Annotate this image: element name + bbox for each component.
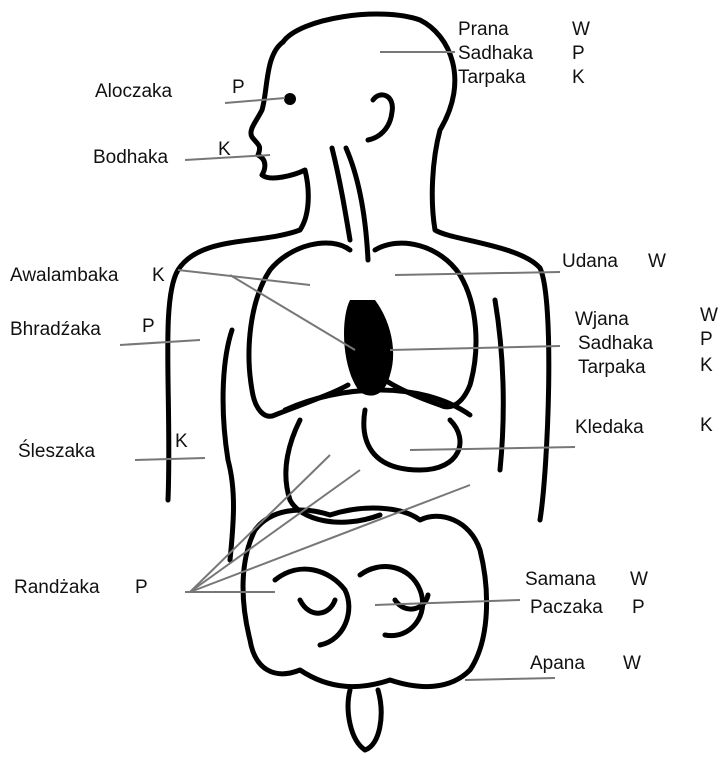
label-paczaka-dosha: P xyxy=(632,598,645,618)
label-kledaka-dosha: K xyxy=(700,416,713,436)
label-awalambaka: Awalambaka xyxy=(10,266,118,286)
intestines-inner xyxy=(275,567,428,645)
label-apana: Apana xyxy=(530,654,585,674)
label-tarpaka-heart-dosha: K xyxy=(700,356,713,376)
label-bodhaka: Bodhaka xyxy=(93,148,168,168)
label-tarpaka-heart: Tarpaka xyxy=(578,358,646,378)
label-bodhaka-dosha: K xyxy=(218,140,231,160)
left-arm-outline xyxy=(223,330,233,560)
label-kledaka: Kledaka xyxy=(575,418,644,438)
label-sleszaka: Śleszaka xyxy=(18,442,95,462)
label-sleszaka-dosha: K xyxy=(175,432,188,452)
label-samana-dosha: W xyxy=(630,570,648,590)
stomach-outline xyxy=(364,410,460,470)
label-apana-dosha: W xyxy=(623,654,641,674)
label-tarpaka-head: Tarpaka xyxy=(458,68,526,88)
label-prana: Prana xyxy=(458,20,509,40)
label-tarpaka-head-dosha: K xyxy=(572,68,585,88)
label-sadhaka-head-dosha: P xyxy=(572,44,585,64)
label-bhradzaka-dosha: P xyxy=(142,317,155,337)
label-udana-dosha: W xyxy=(648,252,666,272)
label-paczaka: Paczaka xyxy=(530,598,603,618)
left-lung-outline xyxy=(249,243,350,416)
label-udana: Udana xyxy=(562,252,618,272)
label-prana-dosha: W xyxy=(572,20,590,40)
rectum-outline xyxy=(348,690,381,750)
head-outline xyxy=(283,14,549,520)
label-sadhaka-head: Sadhaka xyxy=(458,44,533,64)
label-awalambaka-dosha: K xyxy=(152,266,165,286)
label-bhradzaka: Bhradźaka xyxy=(10,320,101,340)
intestines-outline xyxy=(243,508,487,687)
label-aloczaka: Aloczaka xyxy=(95,82,172,102)
label-aloczaka-dosha: P xyxy=(232,78,245,98)
label-sadhaka-heart-dosha: P xyxy=(700,330,713,350)
label-samana: Samana xyxy=(525,570,596,590)
label-wjana: Wjana xyxy=(575,310,629,330)
label-wjana-dosha: W xyxy=(700,306,718,326)
label-randzaka-dosha: P xyxy=(135,578,148,598)
right-lung-outline xyxy=(375,243,476,407)
eye-dot xyxy=(284,93,296,105)
ear-outline xyxy=(368,95,392,140)
label-randzaka: Randżaka xyxy=(14,578,100,598)
right-arm-outline xyxy=(495,300,503,470)
label-sadhaka-heart: Sadhaka xyxy=(578,334,653,354)
